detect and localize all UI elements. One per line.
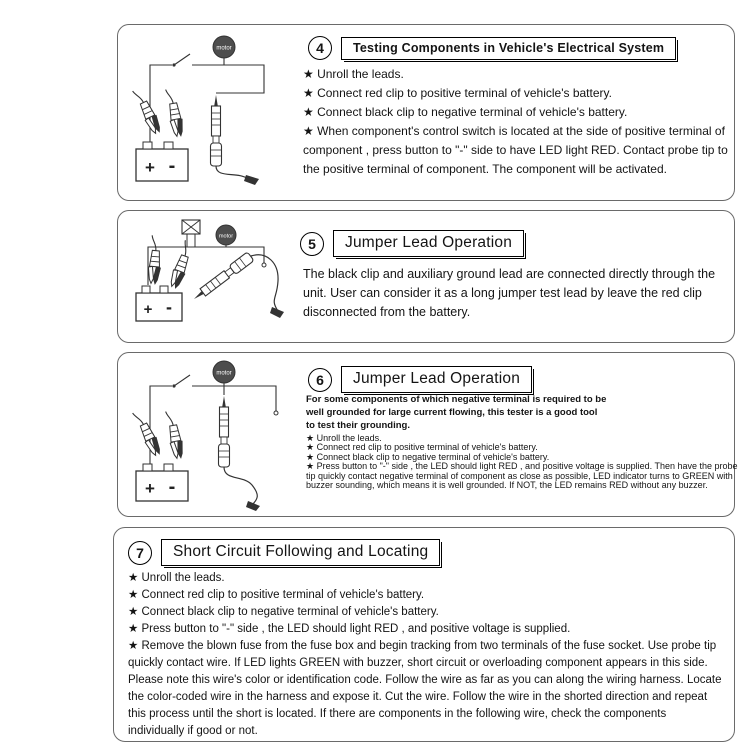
step7-header: 7 Short Circuit Following and Locating (128, 539, 443, 568)
instruction-bullet: ★ Press button to "-" side , the LED sho… (128, 623, 571, 635)
battery-icon: + - (135, 285, 183, 322)
instruction-bullet: ★ Connect black clip to negative termina… (128, 606, 439, 618)
circuit-diagram-step5: motor + - (135, 219, 284, 322)
svg-text:-: - (169, 155, 176, 177)
switch-icon (173, 53, 191, 66)
wire (192, 64, 265, 94)
step6-intro: For some components of which negative te… (306, 394, 607, 431)
svg-text:+: + (145, 158, 155, 177)
instruction-bullet: ★ Connect red clip to positive terminal … (128, 589, 425, 601)
wire (147, 246, 265, 285)
ground-clip-icon (244, 175, 259, 185)
panel-step-6: motor + - (117, 352, 738, 517)
terminal (261, 262, 267, 268)
circuit-diagram-step4: motor + - (132, 35, 265, 185)
step-number-badge: 6 (308, 367, 332, 392)
battery-icon: + - (135, 463, 189, 502)
svg-text:-: - (166, 297, 172, 317)
black-clip-icon (165, 411, 183, 460)
motor-icon: motor (212, 35, 236, 65)
red-clip-icon (132, 90, 160, 135)
step6-header: 6 Jumper Lead Operation (308, 366, 535, 395)
instruction-bullet: ★ Remove the blown fuse from the fuse bo… (128, 640, 722, 737)
step4-header: 4 Testing Components in Vehicle's Electr… (308, 36, 679, 62)
switch-icon (173, 374, 191, 387)
step-title: Testing Components in Vehicle's Electric… (341, 36, 679, 62)
red-clip-icon (132, 412, 160, 457)
test-probe-icon (194, 252, 254, 299)
motor-icon: motor (212, 360, 236, 386)
test-probe-icon (217, 396, 231, 468)
black-clip-icon (165, 89, 183, 138)
svg-text:+: + (145, 479, 155, 498)
instruction-bullet: ★ Unroll the leads. (128, 572, 225, 584)
probe-cord (215, 165, 249, 180)
step7-instructions: ★ Unroll the leads. ★ Connect red clip t… (128, 570, 724, 740)
svg-text:motor: motor (216, 46, 231, 52)
step-number-badge: 4 (308, 36, 332, 60)
step-number-badge: 5 (300, 231, 324, 256)
step4-instructions: ★ Unroll the leads. ★ Connect red clip t… (303, 65, 731, 179)
probe-cord (223, 466, 258, 506)
instruction-bullet: ★ Unroll the leads. (303, 67, 404, 81)
step5-description: The black clip and auxiliary ground lead… (303, 267, 716, 319)
svg-text:motor: motor (216, 371, 231, 377)
black-clip-icon (170, 240, 189, 289)
battery-icon: + - (135, 141, 189, 182)
instruction-bullet: ★ Press button to "-" side , the LED sho… (306, 461, 738, 491)
svg-text:-: - (169, 476, 176, 498)
red-clip-icon (147, 235, 161, 285)
step6-instructions: ★ Unroll the leads. ★ Connect red clip t… (306, 433, 738, 491)
instruction-bullet: ★ Connect red clip to positive terminal … (303, 86, 612, 100)
instruction-bullet: ★ When component's control switch is loc… (303, 124, 728, 176)
svg-text:motor: motor (219, 234, 233, 240)
relay-icon (181, 219, 201, 247)
step5-header: 5 Jumper Lead Operation (300, 230, 527, 259)
step-number-badge: 7 (128, 540, 152, 565)
panel-step-4: motor + - (117, 24, 735, 201)
ground-clip-icon (246, 501, 260, 511)
probe-cord (250, 254, 279, 312)
instruction-bullet: ★ Connect black clip to negative termina… (306, 451, 550, 462)
terminal (273, 410, 279, 416)
instruction-bullet: ★ Connect red clip to positive terminal … (306, 442, 538, 453)
test-probe-icon (209, 95, 223, 167)
panel-step-5: motor + - (117, 210, 735, 343)
instruction-bullet: ★ Unroll the leads. (306, 433, 382, 443)
ground-clip-icon (270, 307, 284, 318)
wire (192, 385, 277, 411)
instruction-bullet: ★ Connect black clip to negative termina… (303, 105, 628, 119)
motor-icon: motor (215, 224, 237, 247)
step-title: Jumper Lead Operation (341, 366, 535, 395)
step-title: Jumper Lead Operation (333, 230, 527, 259)
circuit-diagram-step6: motor + - (132, 360, 279, 511)
panel-step-7: 7 Short Circuit Following and Locating ★… (113, 527, 735, 742)
svg-text:+: + (144, 301, 153, 318)
step-title: Short Circuit Following and Locating (161, 539, 443, 568)
